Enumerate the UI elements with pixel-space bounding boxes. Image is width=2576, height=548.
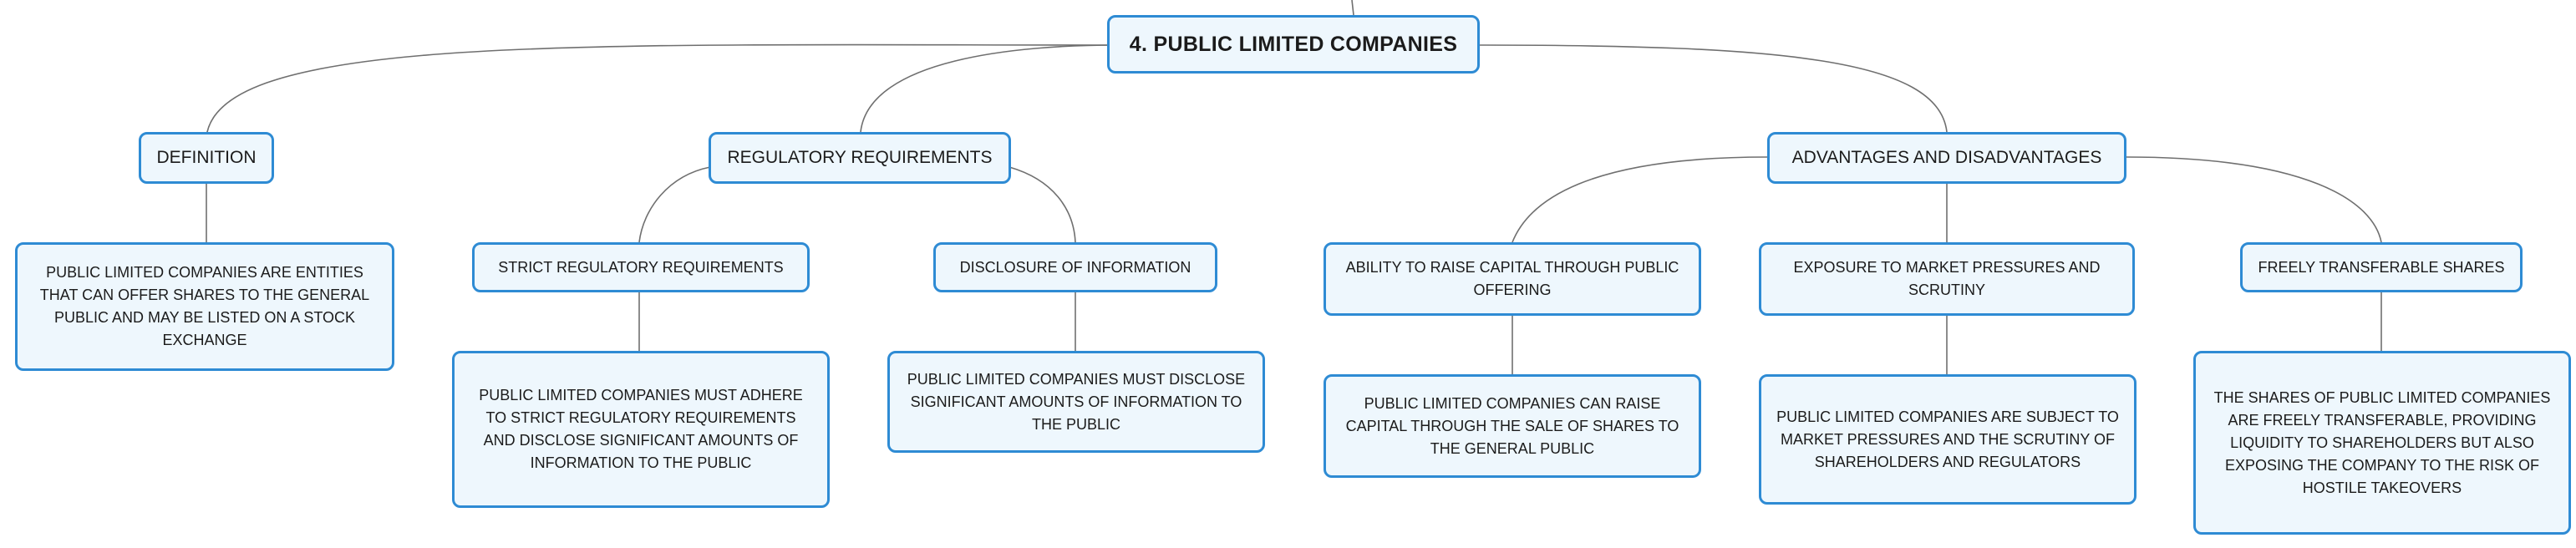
root-label: 4. PUBLIC LIMITED COMPANIES <box>1129 32 1458 56</box>
raise-capital-text-node[interactable]: PUBLIC LIMITED COMPANIES CAN RAISE CAPIT… <box>1324 374 1701 478</box>
raise-capital-node[interactable]: ABILITY TO RAISE CAPITAL THROUGH PUBLIC … <box>1324 242 1701 316</box>
advantages-disadvantages-label: ADVANTAGES AND DISADVANTAGES <box>1791 148 2102 167</box>
link-regulatory-strict <box>638 166 711 243</box>
definition-text: PUBLIC LIMITED COMPANIES ARE ENTITIES TH… <box>39 264 370 348</box>
transferable-shares-node[interactable]: FREELY TRANSFERABLE SHARES <box>2240 242 2523 292</box>
link-parent-root <box>1351 0 1354 16</box>
transferable-shares-text: THE SHARES OF PUBLIC LIMITED COMPANIES A… <box>2213 388 2551 496</box>
link-root-definition <box>206 43 1116 138</box>
transferable-shares-label: FREELY TRANSFERABLE SHARES <box>2258 258 2505 276</box>
raise-capital-text: PUBLIC LIMITED COMPANIES CAN RAISE CAPIT… <box>1345 394 1679 457</box>
disclosure-text-node[interactable]: PUBLIC LIMITED COMPANIES MUST DISCLOSE S… <box>887 351 1265 453</box>
strict-regulatory-text-node[interactable]: PUBLIC LIMITED COMPANIES MUST ADHERE TO … <box>452 351 830 508</box>
disclosure-text: PUBLIC LIMITED COMPANIES MUST DISCLOSE S… <box>907 370 1246 433</box>
market-pressures-text-node[interactable]: PUBLIC LIMITED COMPANIES ARE SUBJECT TO … <box>1759 374 2137 505</box>
link-root-regulatory <box>860 44 1116 133</box>
root-node[interactable]: 4. PUBLIC LIMITED COMPANIES <box>1107 15 1480 74</box>
regulatory-requirements-label: REGULATORY REQUIREMENTS <box>727 148 993 167</box>
strict-regulatory-text: PUBLIC LIMITED COMPANIES MUST ADHERE TO … <box>479 387 803 471</box>
market-pressures-label: EXPOSURE TO MARKET PRESSURES AND SCRUTIN… <box>1793 259 2101 298</box>
link-regulatory-disclosure <box>1009 166 1076 243</box>
definition-text-node[interactable]: PUBLIC LIMITED COMPANIES ARE ENTITIES TH… <box>15 242 394 371</box>
transferable-shares-text-node[interactable]: THE SHARES OF PUBLIC LIMITED COMPANIES A… <box>2193 351 2571 535</box>
disclosure-of-information-label: DISCLOSURE OF INFORMATION <box>959 258 1191 276</box>
advantages-disadvantages-node[interactable]: ADVANTAGES AND DISADVANTAGES <box>1767 132 2126 184</box>
link-advantages-shares <box>2126 156 2382 243</box>
link-advantages-capital <box>1512 156 1768 243</box>
strict-regulatory-requirements-label: STRICT REGULATORY REQUIREMENTS <box>498 258 784 276</box>
regulatory-requirements-node[interactable]: REGULATORY REQUIREMENTS <box>709 132 1011 184</box>
link-root-advantages <box>1478 44 1948 133</box>
disclosure-of-information-node[interactable]: DISCLOSURE OF INFORMATION <box>933 242 1217 292</box>
market-pressures-text: PUBLIC LIMITED COMPANIES ARE SUBJECT TO … <box>1776 408 2119 470</box>
market-pressures-node[interactable]: EXPOSURE TO MARKET PRESSURES AND SCRUTIN… <box>1759 242 2135 316</box>
definition-node[interactable]: DEFINITION <box>139 132 274 184</box>
raise-capital-label: ABILITY TO RAISE CAPITAL THROUGH PUBLIC … <box>1345 259 1679 298</box>
strict-regulatory-requirements-node[interactable]: STRICT REGULATORY REQUIREMENTS <box>472 242 810 292</box>
definition-label: DEFINITION <box>156 148 257 167</box>
